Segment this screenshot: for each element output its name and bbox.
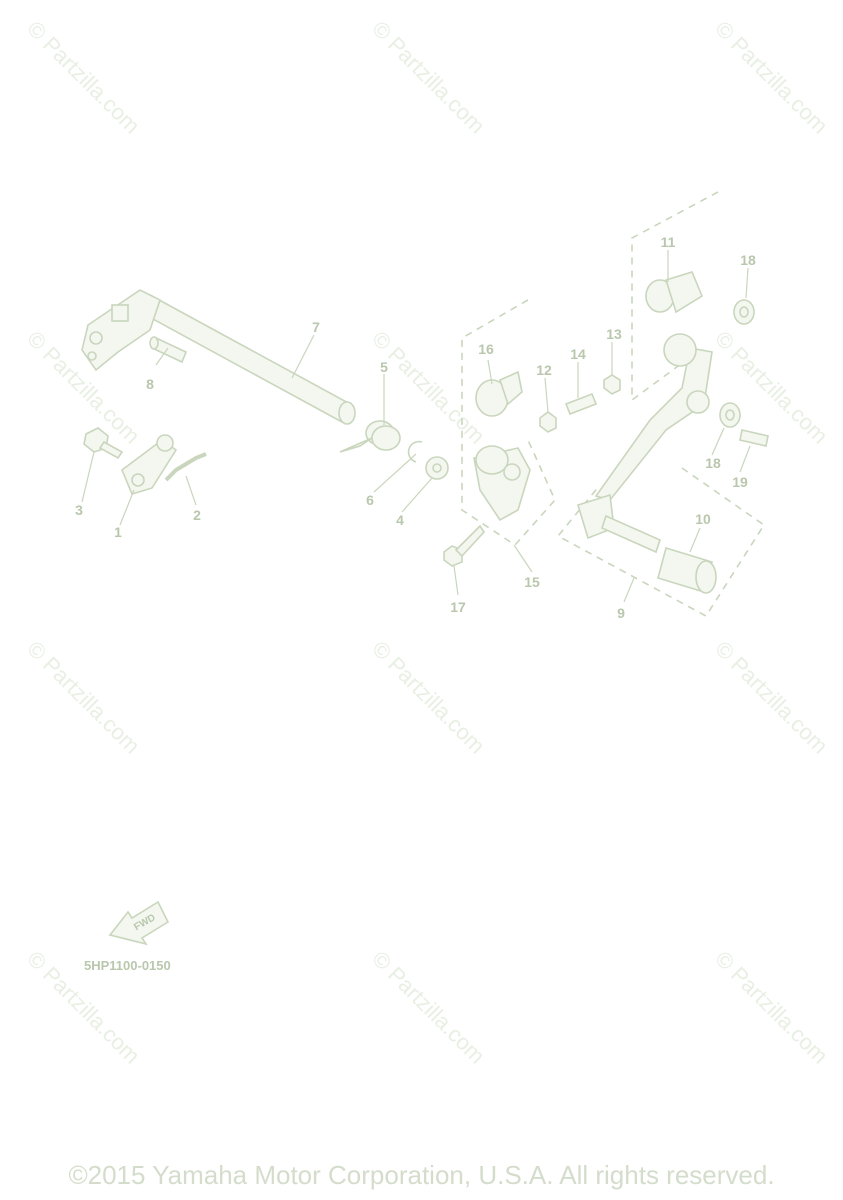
group-box-9 xyxy=(631,191,719,402)
callout-2: 2 xyxy=(193,507,201,523)
callout-10: 10 xyxy=(695,511,711,527)
stopper-lever xyxy=(121,434,178,495)
copyright-notice: ©2015 Yamaha Motor Corporation, U.S.A. A… xyxy=(68,1160,775,1190)
rod-end-joint xyxy=(645,271,704,314)
washer xyxy=(425,456,449,480)
washer-18 xyxy=(733,299,755,325)
callout-9: 9 xyxy=(617,605,625,621)
shift-shaft xyxy=(81,289,356,425)
group-box-15 xyxy=(461,299,556,547)
nut xyxy=(539,411,557,433)
leader-lines xyxy=(81,250,751,603)
callout-12: 12 xyxy=(536,362,552,378)
fwd-arrow-icon xyxy=(108,900,170,946)
return-spring xyxy=(164,452,207,482)
shift-arm xyxy=(473,445,531,522)
callout-7: 7 xyxy=(312,319,320,335)
circlip xyxy=(407,440,423,463)
torsion-spring xyxy=(339,420,401,453)
callout-11: 11 xyxy=(660,234,676,250)
pedal-rubber xyxy=(657,546,717,594)
pin xyxy=(149,336,188,364)
adjuster-bolt xyxy=(564,392,598,416)
callout-15: 15 xyxy=(524,574,540,590)
diagram-part-code: 5HP1100-0150 xyxy=(84,958,171,973)
joint-bushing xyxy=(475,370,523,417)
callout-8: 8 xyxy=(146,376,154,392)
callout-1: 1 xyxy=(114,524,122,540)
pivot-bolt xyxy=(739,429,769,447)
callout-3: 3 xyxy=(75,502,83,518)
arm-bolt xyxy=(443,524,486,567)
callout-14: 14 xyxy=(570,346,586,362)
callout-17: 17 xyxy=(450,599,466,615)
callout-16: 16 xyxy=(478,341,494,357)
shift-pedal xyxy=(577,333,713,554)
nut-13 xyxy=(603,374,621,395)
group-box-9-lower xyxy=(556,467,766,618)
callout-18: 18 xyxy=(740,252,756,268)
callout-5: 5 xyxy=(380,359,388,375)
washer-18-b xyxy=(719,402,741,428)
callout-6: 6 xyxy=(366,492,374,508)
callout-4: 4 xyxy=(396,512,404,528)
callout-19: 19 xyxy=(732,474,748,490)
bolt xyxy=(83,427,124,460)
callout-13: 13 xyxy=(606,326,622,342)
callout-18-b: 18 xyxy=(705,455,721,471)
